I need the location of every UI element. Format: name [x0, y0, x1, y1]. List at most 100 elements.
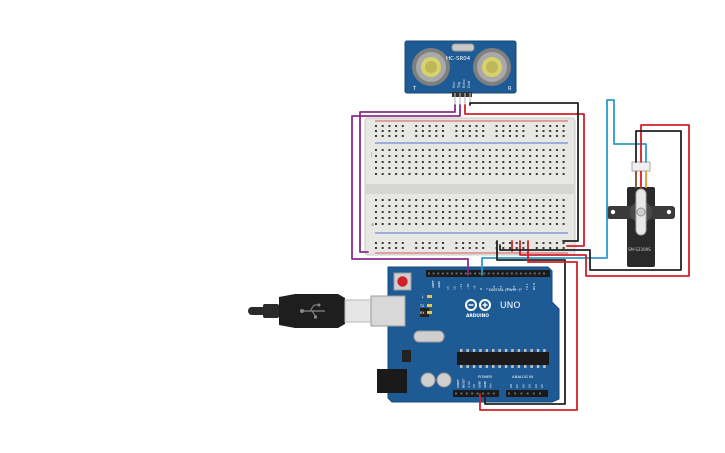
breadboard-hole[interactable] — [408, 149, 411, 151]
breadboard-hole[interactable] — [502, 217, 505, 219]
breadboard-hole[interactable] — [522, 161, 525, 163]
breadboard-hole[interactable] — [468, 155, 471, 157]
breadboard-hole[interactable] — [522, 217, 525, 219]
breadboard-hole[interactable] — [555, 211, 558, 213]
breadboard-hole[interactable] — [462, 205, 465, 207]
breadboard-hole[interactable] — [515, 242, 518, 244]
header-pin[interactable] — [543, 272, 545, 275]
breadboard-hole[interactable] — [555, 149, 558, 151]
breadboard-hole[interactable] — [381, 173, 384, 175]
breadboard[interactable]: j a — [364, 117, 576, 256]
breadboard-hole[interactable] — [381, 242, 384, 244]
breadboard-hole[interactable] — [468, 223, 471, 225]
breadboard-hole[interactable] — [515, 223, 518, 225]
breadboard-hole[interactable] — [401, 211, 404, 213]
breadboard-hole[interactable] — [549, 173, 552, 175]
wire-black[interactable] — [484, 250, 566, 405]
ultrasonic-sensor[interactable]: HC-SR04 T R Vcc Trig Echo Gnd — [404, 40, 517, 105]
breadboard-hole[interactable] — [408, 217, 411, 219]
header-pin[interactable] — [471, 392, 474, 395]
breadboard-hole[interactable] — [388, 217, 391, 219]
breadboard-hole[interactable] — [462, 211, 465, 213]
breadboard-hole[interactable] — [509, 217, 511, 219]
breadboard-hole[interactable] — [421, 135, 424, 137]
breadboard-hole[interactable] — [522, 247, 525, 249]
breadboard-hole[interactable] — [482, 247, 485, 249]
breadboard-hole[interactable] — [535, 247, 538, 249]
breadboard-hole[interactable] — [428, 205, 431, 207]
breadboard-hole[interactable] — [488, 205, 491, 207]
breadboard-hole[interactable] — [535, 173, 538, 175]
header-pin[interactable] — [520, 392, 523, 395]
breadboard-hole[interactable] — [395, 125, 398, 127]
breadboard-hole[interactable] — [495, 205, 498, 207]
header-pin[interactable] — [432, 272, 435, 275]
breadboard-hole[interactable] — [502, 205, 505, 207]
breadboard-hole[interactable] — [388, 211, 391, 213]
breadboard-hole[interactable] — [401, 242, 404, 244]
breadboard-hole[interactable] — [435, 223, 438, 225]
breadboard-hole[interactable] — [408, 211, 411, 213]
breadboard-hole[interactable] — [475, 242, 478, 244]
header-pin[interactable] — [520, 272, 522, 275]
header-pin[interactable] — [508, 392, 510, 395]
breadboard-hole[interactable] — [542, 173, 545, 175]
breadboard-hole[interactable] — [555, 167, 558, 169]
breadboard-hole[interactable] — [455, 130, 458, 132]
breadboard-hole[interactable] — [448, 211, 451, 213]
breadboard-hole[interactable] — [462, 217, 465, 219]
breadboard-hole[interactable] — [435, 130, 438, 132]
breadboard-hole[interactable] — [428, 223, 431, 225]
breadboard-hole[interactable] — [381, 125, 384, 127]
breadboard-hole[interactable] — [488, 211, 491, 213]
breadboard-hole[interactable] — [448, 199, 451, 201]
breadboard-hole[interactable] — [509, 125, 511, 127]
breadboard-hole[interactable] — [428, 161, 431, 163]
breadboard-hole[interactable] — [455, 211, 458, 213]
breadboard-hole[interactable] — [509, 135, 511, 137]
breadboard-hole[interactable] — [381, 149, 384, 151]
breadboard-hole[interactable] — [555, 125, 558, 127]
breadboard-hole[interactable] — [529, 161, 532, 163]
breadboard-hole[interactable] — [509, 211, 511, 213]
breadboard-hole[interactable] — [549, 199, 552, 201]
breadboard-hole[interactable] — [509, 167, 511, 169]
breadboard-hole[interactable] — [522, 223, 525, 225]
breadboard-hole[interactable] — [562, 125, 565, 127]
breadboard-hole[interactable] — [542, 161, 545, 163]
breadboard-hole[interactable] — [415, 125, 418, 127]
breadboard-hole[interactable] — [448, 161, 451, 163]
breadboard-hole[interactable] — [381, 217, 384, 219]
breadboard-hole[interactable] — [381, 223, 384, 225]
breadboard-hole[interactable] — [462, 173, 465, 175]
breadboard-hole[interactable] — [415, 173, 418, 175]
breadboard-hole[interactable] — [388, 130, 391, 132]
breadboard-hole[interactable] — [488, 149, 491, 151]
breadboard-hole[interactable] — [421, 155, 424, 157]
breadboard-hole[interactable] — [515, 149, 518, 151]
breadboard-hole[interactable] — [395, 173, 398, 175]
breadboard-hole[interactable] — [502, 242, 505, 244]
breadboard-hole[interactable] — [542, 223, 545, 225]
breadboard-hole[interactable] — [495, 130, 498, 132]
breadboard-hole[interactable] — [442, 247, 444, 249]
breadboard-hole[interactable] — [375, 149, 377, 151]
breadboard-hole[interactable] — [475, 167, 478, 169]
breadboard-hole[interactable] — [529, 167, 532, 169]
breadboard-hole[interactable] — [502, 211, 505, 213]
breadboard-hole[interactable] — [435, 211, 438, 213]
wire-black[interactable] — [469, 102, 579, 242]
breadboard-hole[interactable] — [535, 242, 538, 244]
breadboard-hole[interactable] — [509, 223, 511, 225]
breadboard-hole[interactable] — [482, 125, 485, 127]
breadboard-hole[interactable] — [549, 223, 552, 225]
breadboard-hole[interactable] — [381, 167, 384, 169]
breadboard-hole[interactable] — [522, 199, 525, 201]
header-pin[interactable] — [492, 392, 495, 395]
breadboard-hole[interactable] — [535, 205, 538, 207]
breadboard-hole[interactable] — [421, 217, 424, 219]
breadboard-hole[interactable] — [442, 135, 444, 137]
breadboard-hole[interactable] — [482, 205, 485, 207]
header-pin[interactable] — [510, 272, 513, 275]
header-pin[interactable] — [539, 392, 541, 395]
